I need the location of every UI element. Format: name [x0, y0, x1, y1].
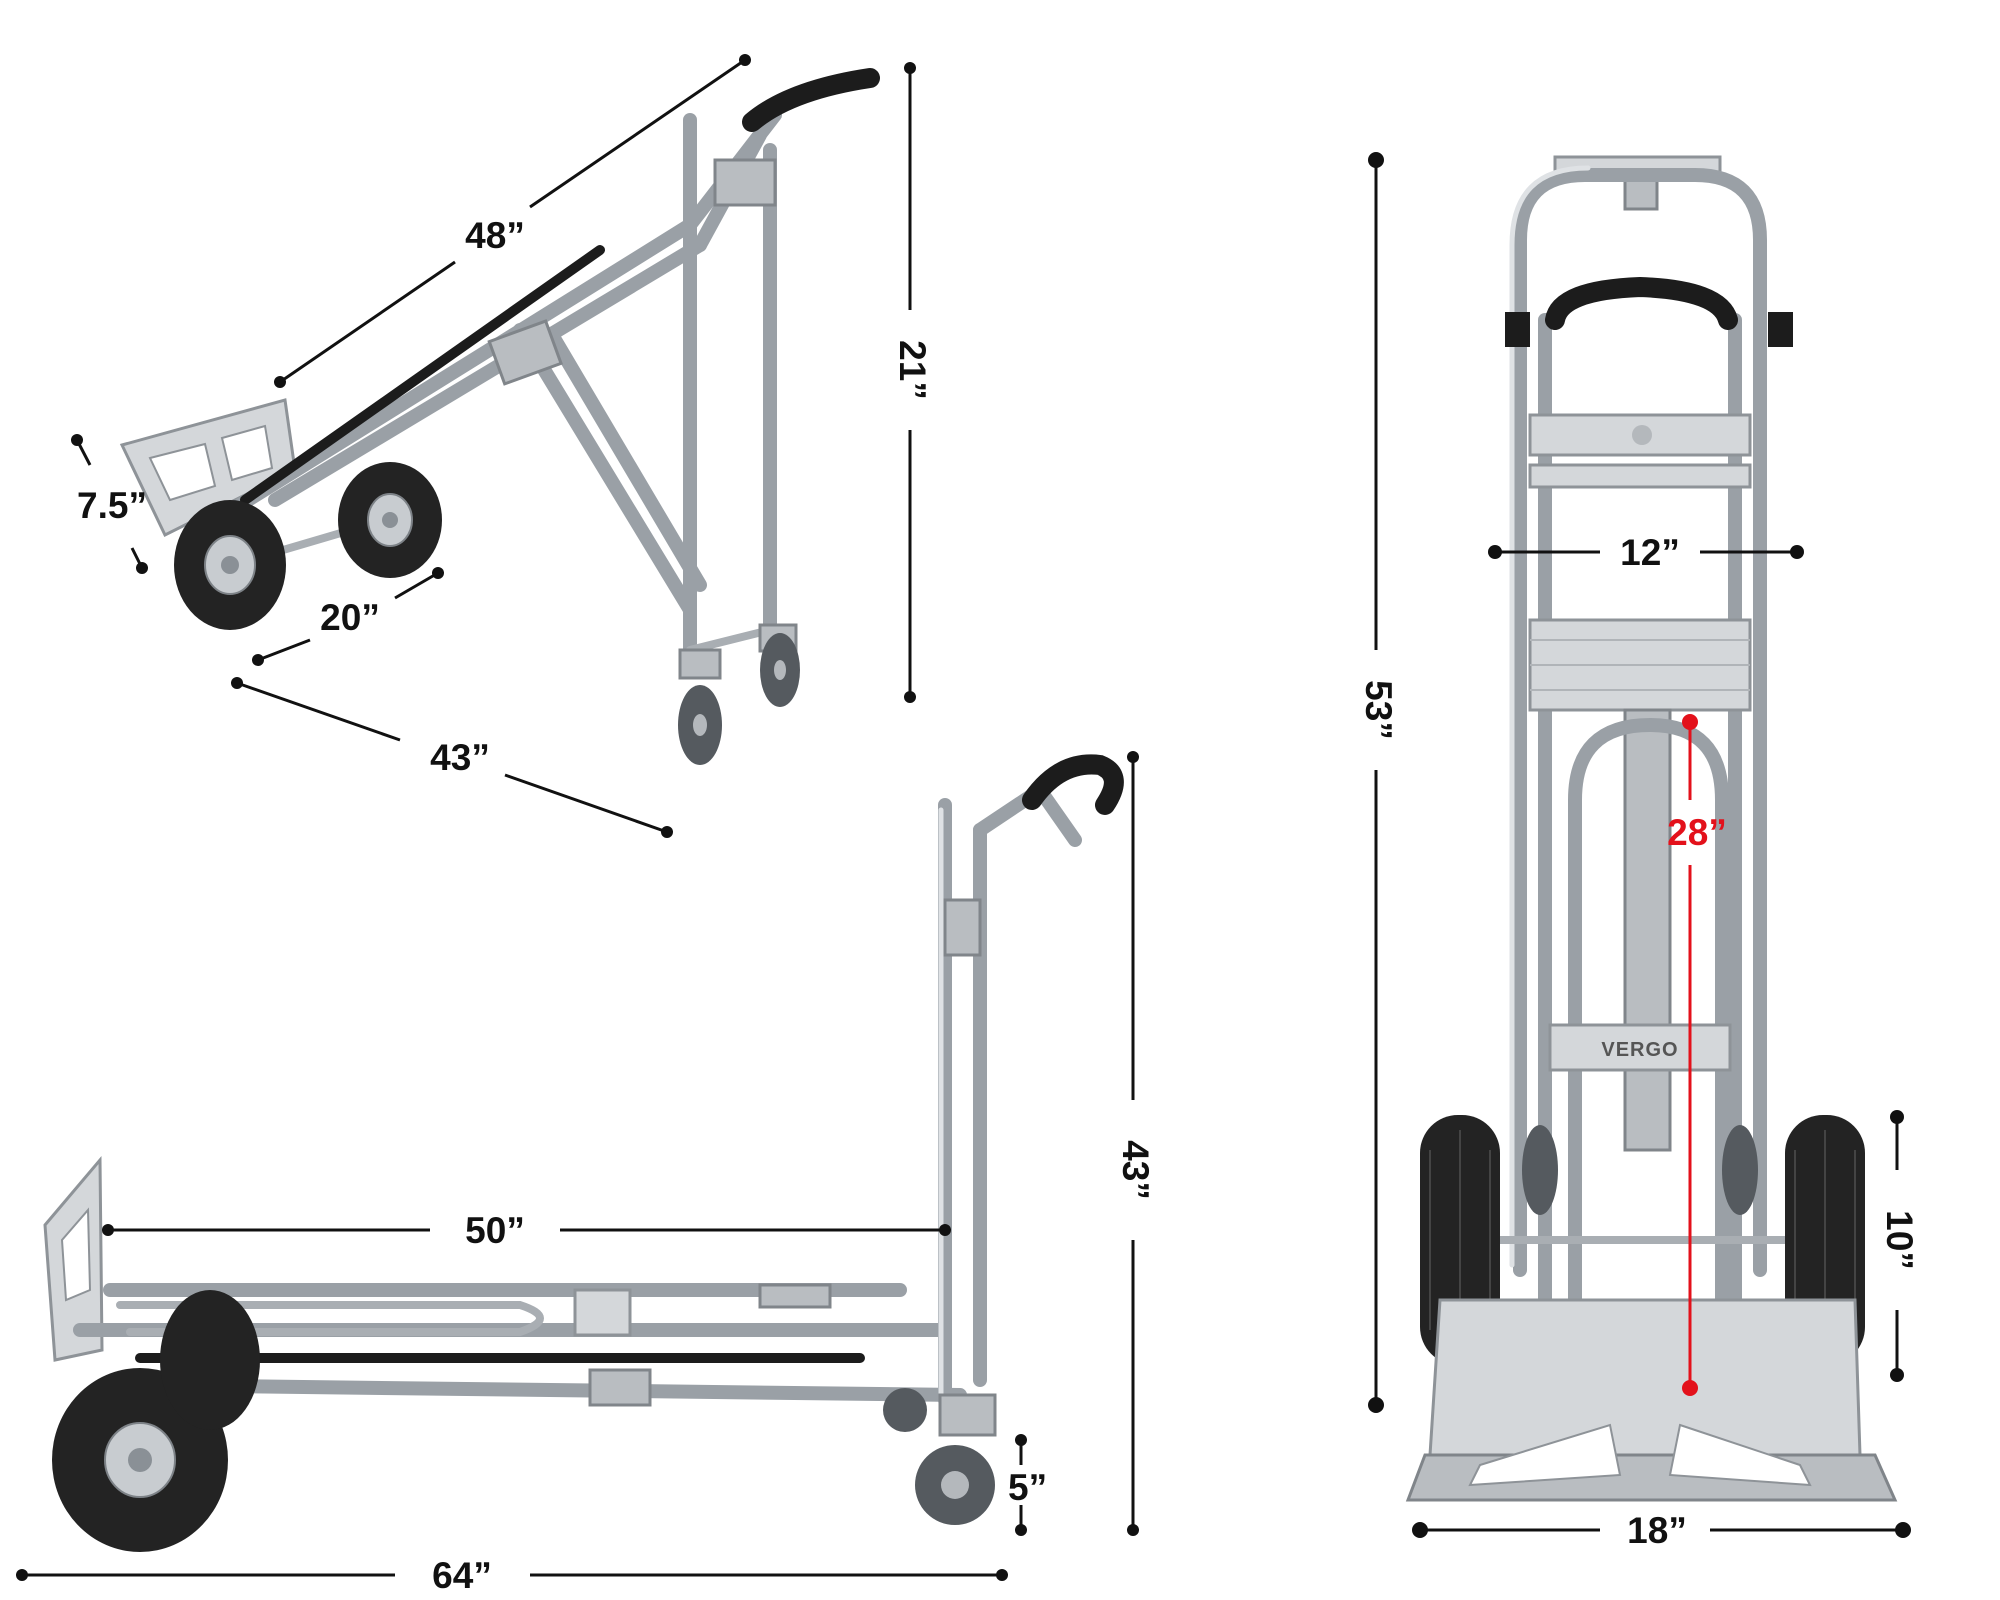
label-deck-length: 50”: [465, 1210, 525, 1251]
upright-view: VERGO: [1358, 152, 1920, 1551]
upright-inner-loop: [1568, 718, 1729, 1402]
dimension-angled-height: 21”: [892, 62, 933, 703]
dimension-deck-length: 50”: [102, 1210, 951, 1251]
platform-caster: [883, 1388, 997, 1525]
dimension-overall-height: 53”: [1358, 152, 1399, 1413]
platform-handle-grip: [1022, 754, 1124, 815]
label-handle-length: 48”: [465, 215, 525, 256]
label-platform-height: 43”: [1115, 1140, 1156, 1200]
dimension-nose-plate-width: 18”: [1412, 1510, 1911, 1551]
label-base-length: 43”: [430, 737, 490, 778]
label-inner-width: 12”: [1620, 532, 1680, 573]
dimension-handle-length: 48”: [274, 54, 751, 388]
angled-main-rail: [233, 218, 697, 512]
platform-view: 50” 64” 43” 5”: [16, 751, 1156, 1596]
dimension-inner-width: 12”: [1488, 532, 1804, 573]
platform-cart-drawing: [43, 754, 1124, 1552]
dimension-overall-length: 64”: [16, 1555, 1008, 1596]
upright-cart-drawing: VERGO: [1405, 155, 1898, 1502]
angled-casters: [678, 623, 800, 765]
angled-rail-strip: [240, 245, 605, 505]
angled-handle-grip: [742, 68, 880, 132]
dimension-wheel-track: 20”: [252, 567, 444, 666]
angled-view: 48” 21” 7.5” 20”: [71, 54, 933, 838]
label-wheel-track: 20”: [320, 597, 380, 638]
brand-logo: VERGO: [1601, 1039, 1678, 1061]
platform-rear-wheel: [160, 1290, 260, 1430]
dimension-loop-height: 28”: [1667, 714, 1727, 1396]
dimension-platform-height: 43”: [1115, 751, 1156, 1536]
dimension-nose-plate-depth: 7.5”: [71, 434, 148, 574]
label-nose-plate-depth: 7.5”: [77, 485, 147, 526]
label-nose-plate-width: 18”: [1627, 1510, 1687, 1551]
label-overall-height: 53”: [1358, 680, 1399, 740]
angled-brace: [513, 323, 697, 617]
label-caster-height: 5”: [1008, 1467, 1047, 1508]
angled-rear-wheel: [338, 462, 442, 578]
dimension-base-length: 43”: [231, 677, 673, 838]
dimension-caster-height: 5”: [1008, 1434, 1047, 1536]
upright-nose-plate: [1428, 1298, 1862, 1457]
label-loop-height: 28”: [1667, 812, 1727, 853]
angled-front-wheel: [174, 500, 286, 630]
dimension-wheel-diameter: 10”: [1879, 1110, 1920, 1382]
label-wheel-diameter: 10”: [1879, 1210, 1920, 1270]
upright-logo-bar: [1548, 1023, 1732, 1072]
angled-cart-drawing: [119, 68, 880, 765]
upright-handle-grip: [1545, 276, 1738, 330]
label-overall-length: 64”: [432, 1555, 492, 1596]
upright-outer-frame: [1513, 168, 1767, 1277]
label-angled-height: 21”: [892, 340, 933, 400]
